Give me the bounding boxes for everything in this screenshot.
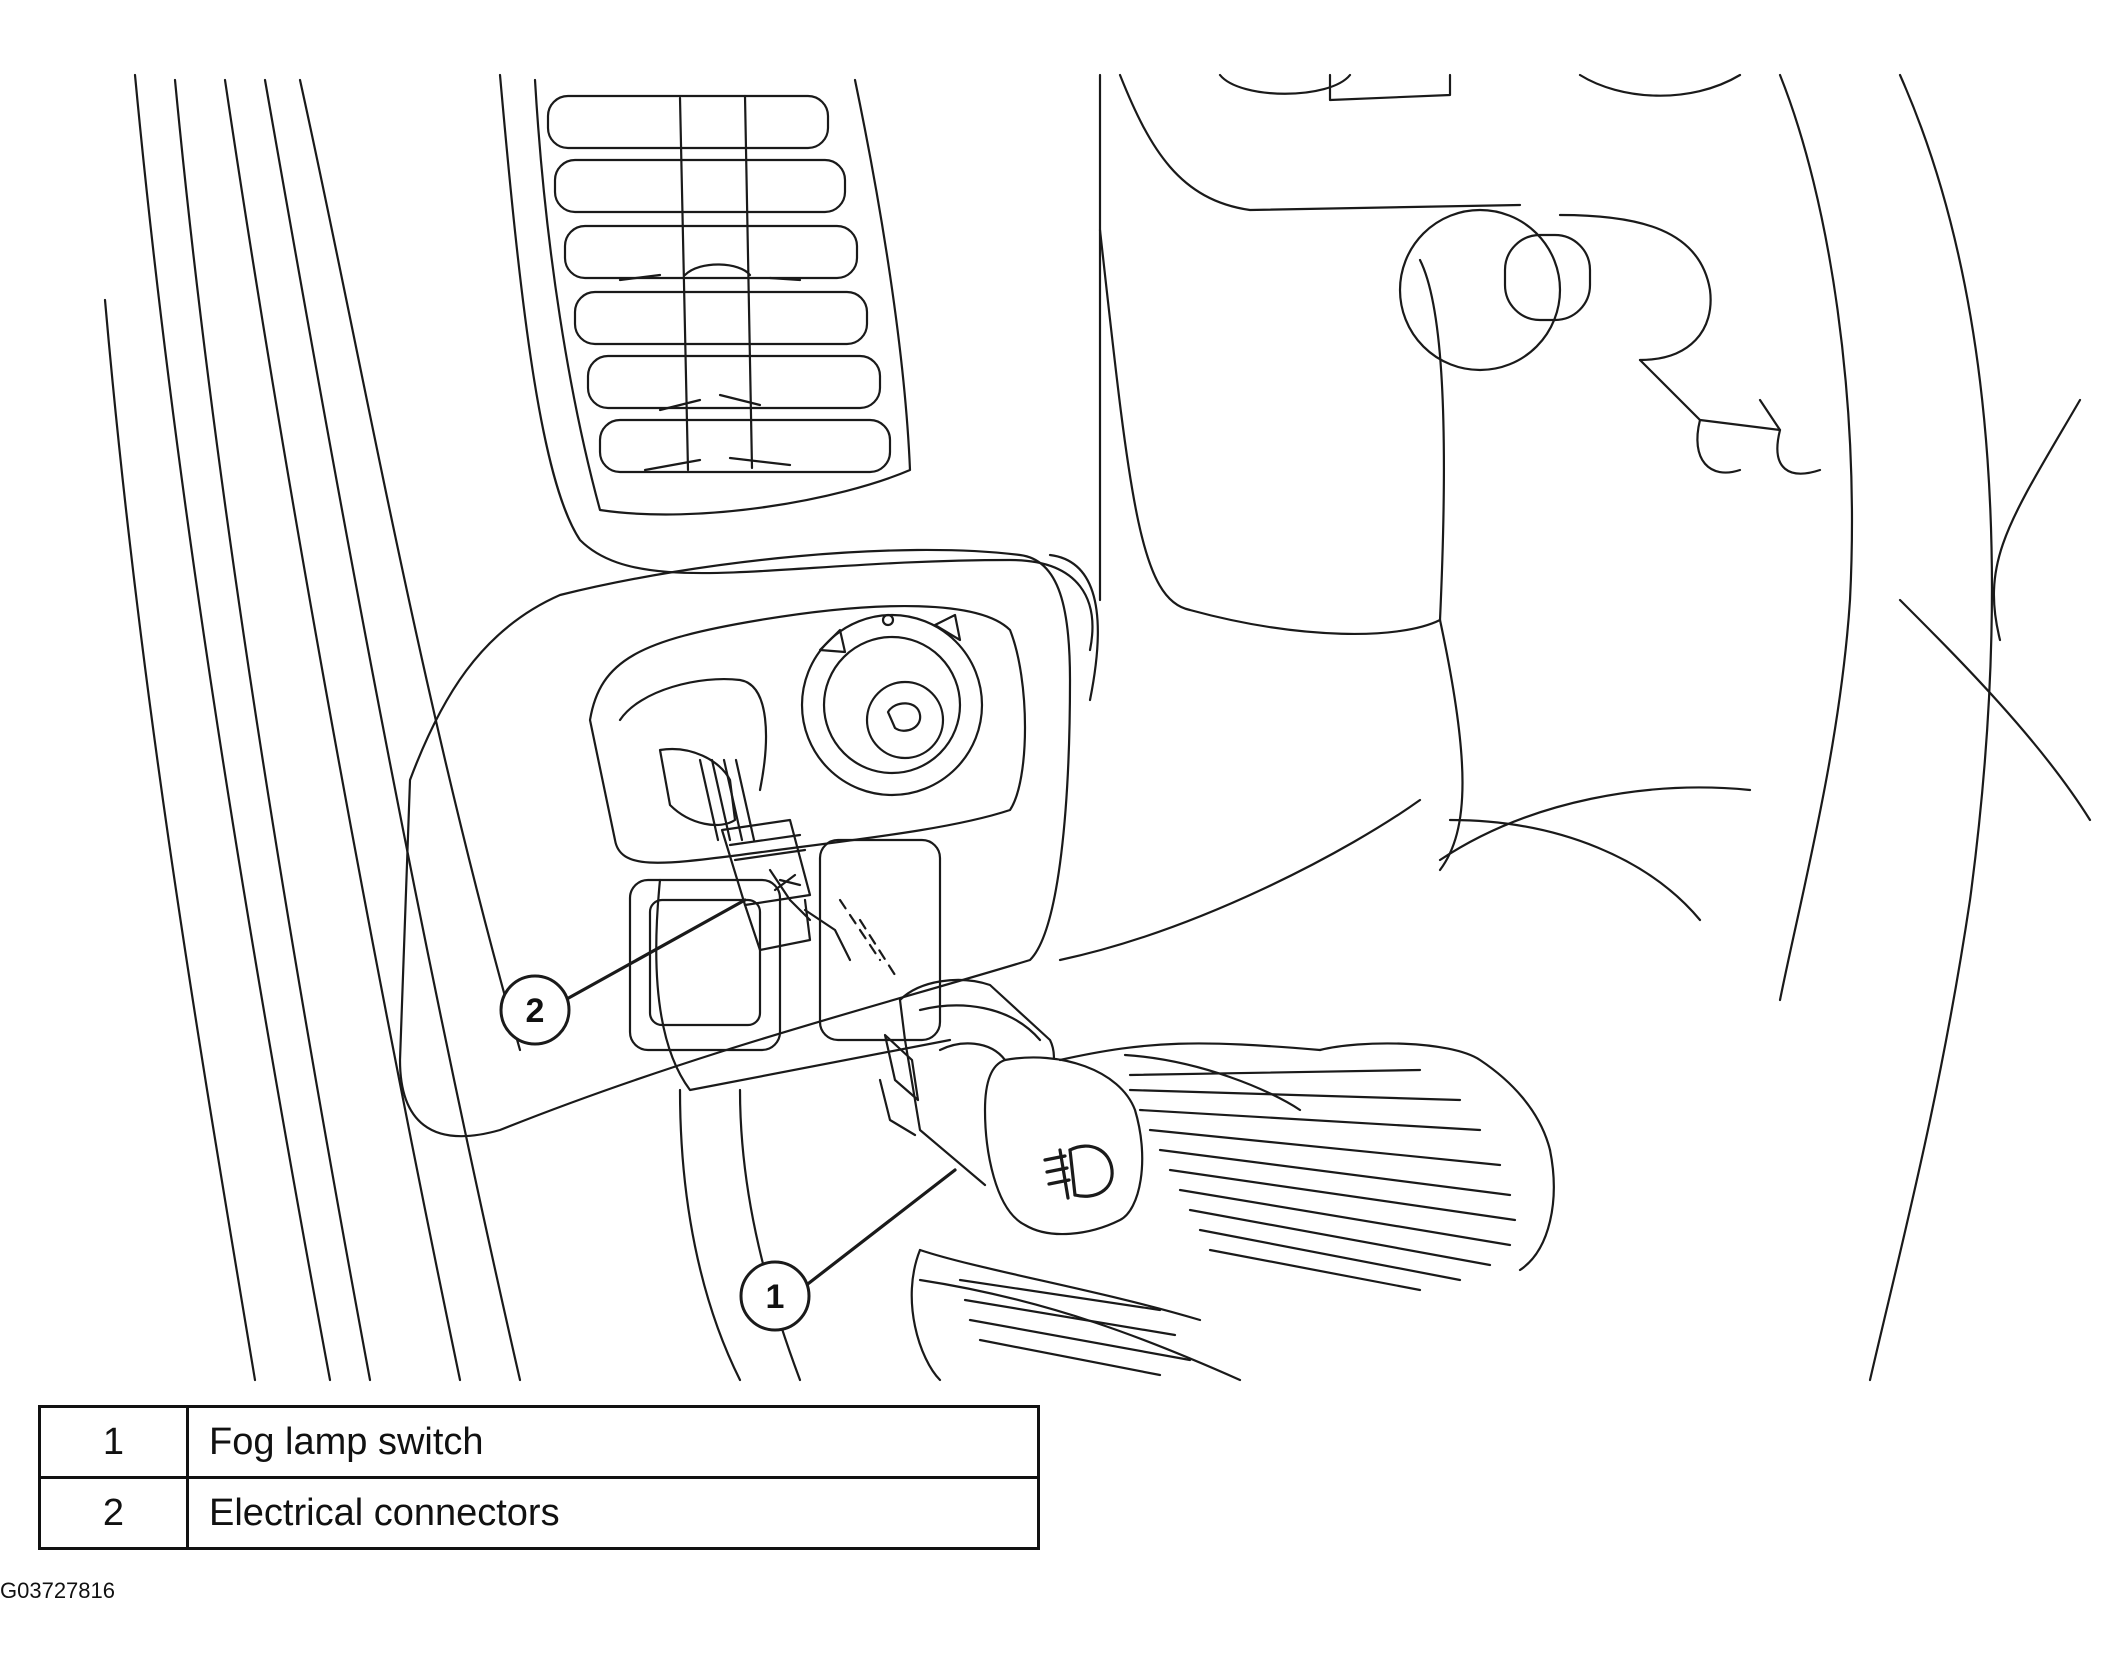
electrical-connectors bbox=[658, 747, 897, 977]
callout-1-number: 1 bbox=[766, 1278, 785, 1316]
legend-table: 1 Fog lamp switch 2 Electrical connector… bbox=[38, 1405, 1040, 1550]
callout-1: 1 bbox=[739, 1260, 811, 1332]
switch-panel bbox=[588, 604, 1027, 1382]
switch-bezel-housing bbox=[398, 548, 1752, 1138]
center-console bbox=[498, 73, 1102, 702]
legend-label: Electrical connectors bbox=[186, 1476, 1040, 1550]
legend-number: 1 bbox=[38, 1405, 189, 1479]
callout-2-number: 2 bbox=[526, 992, 545, 1030]
legend-number: 2 bbox=[38, 1476, 189, 1550]
pedal-area bbox=[910, 1042, 1555, 1382]
legend-row: 1 Fog lamp switch bbox=[38, 1405, 1040, 1479]
dashboard-illustration: 2 1 bbox=[103, 73, 2092, 1382]
callout-2: 2 bbox=[499, 974, 571, 1046]
leader-lines bbox=[563, 898, 957, 1292]
right-dash-curves bbox=[1778, 73, 2092, 1382]
legend-label: Fog lamp switch bbox=[186, 1405, 1040, 1479]
pedal-grip-lines bbox=[958, 1068, 1517, 1377]
instrument-panel bbox=[1098, 73, 1742, 872]
legend-row: 2 Electrical connectors bbox=[38, 1476, 1040, 1550]
mirror-adjust-icon bbox=[800, 613, 984, 797]
fog-lamp-icon bbox=[1043, 1144, 1114, 1200]
air-vent bbox=[533, 78, 912, 516]
steering-column bbox=[1398, 208, 1822, 475]
figure-id: G03727816 bbox=[0, 1578, 115, 1603]
a-pillar-lines bbox=[103, 73, 522, 1382]
